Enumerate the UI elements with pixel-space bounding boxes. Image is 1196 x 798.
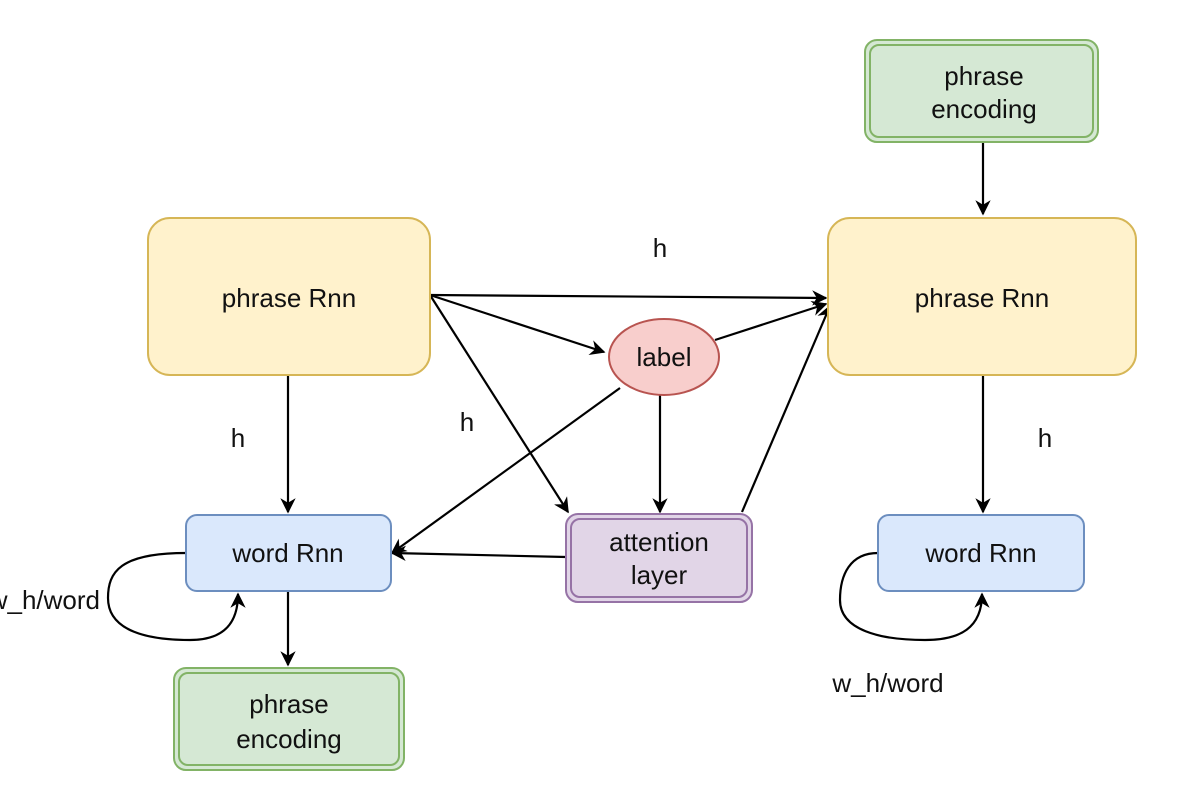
top-phrase-encoding-node: phrase encoding — [864, 39, 1099, 143]
edge-label-right-loop: w_h/word — [831, 668, 943, 698]
edge-label-left-loop: w_h/word — [0, 585, 100, 615]
right-word-rnn-label: word Rnn — [924, 538, 1036, 568]
nodes: phrase encoding phrase Rnn phrase Rnn la… — [147, 39, 1137, 771]
edge-left-rnn-to-label — [429, 293, 606, 356]
right-phrase-rnn-node: phrase Rnn — [827, 217, 1137, 376]
left-word-rnn-label: word Rnn — [231, 538, 343, 568]
edge-right-word-rnn-self-loop — [838, 551, 990, 642]
edge-left-word-rnn-self-loop — [106, 551, 246, 642]
right-phrase-rnn-label: phrase Rnn — [915, 283, 1049, 313]
left-word-rnn-node: word Rnn — [185, 514, 392, 592]
left-phrase-rnn-node: phrase Rnn — [147, 217, 431, 376]
edge-label-to-left-word-rnn — [390, 387, 621, 554]
top-phrase-encoding-line2: encoding — [931, 94, 1037, 124]
edge-label-to-right-rnn — [714, 300, 828, 342]
attention-layer-node: attention layer — [565, 513, 753, 603]
edge-left-rnn-to-attention — [429, 294, 569, 514]
left-phrase-rnn-label: phrase Rnn — [222, 283, 356, 313]
right-word-rnn-node: word Rnn — [877, 514, 1085, 592]
bottom-phrase-encoding-node: phrase encoding — [173, 667, 405, 771]
edge-label-left-h: h — [231, 423, 245, 453]
edge-attention-to-right-rnn — [740, 304, 832, 513]
edges — [106, 142, 991, 667]
attention-layer-line2: layer — [631, 560, 688, 590]
edge-left-rnn-to-right-rnn — [429, 290, 828, 306]
attention-layer-line1: attention — [609, 527, 709, 557]
bottom-phrase-encoding-line1: phrase — [249, 689, 329, 719]
edge-label-top-h: h — [653, 233, 667, 263]
top-phrase-encoding-line1: phrase — [944, 61, 1024, 91]
label-node: label — [608, 318, 720, 396]
edge-label-middle-h: h — [460, 407, 474, 437]
edge-labels: h h h h w_h/word w_h/word — [0, 233, 1052, 698]
label-node-text: label — [637, 342, 692, 372]
bottom-phrase-encoding-line2: encoding — [236, 724, 342, 754]
edge-attention-to-left-word-rnn — [390, 545, 567, 562]
edge-label-right-h: h — [1038, 423, 1052, 453]
